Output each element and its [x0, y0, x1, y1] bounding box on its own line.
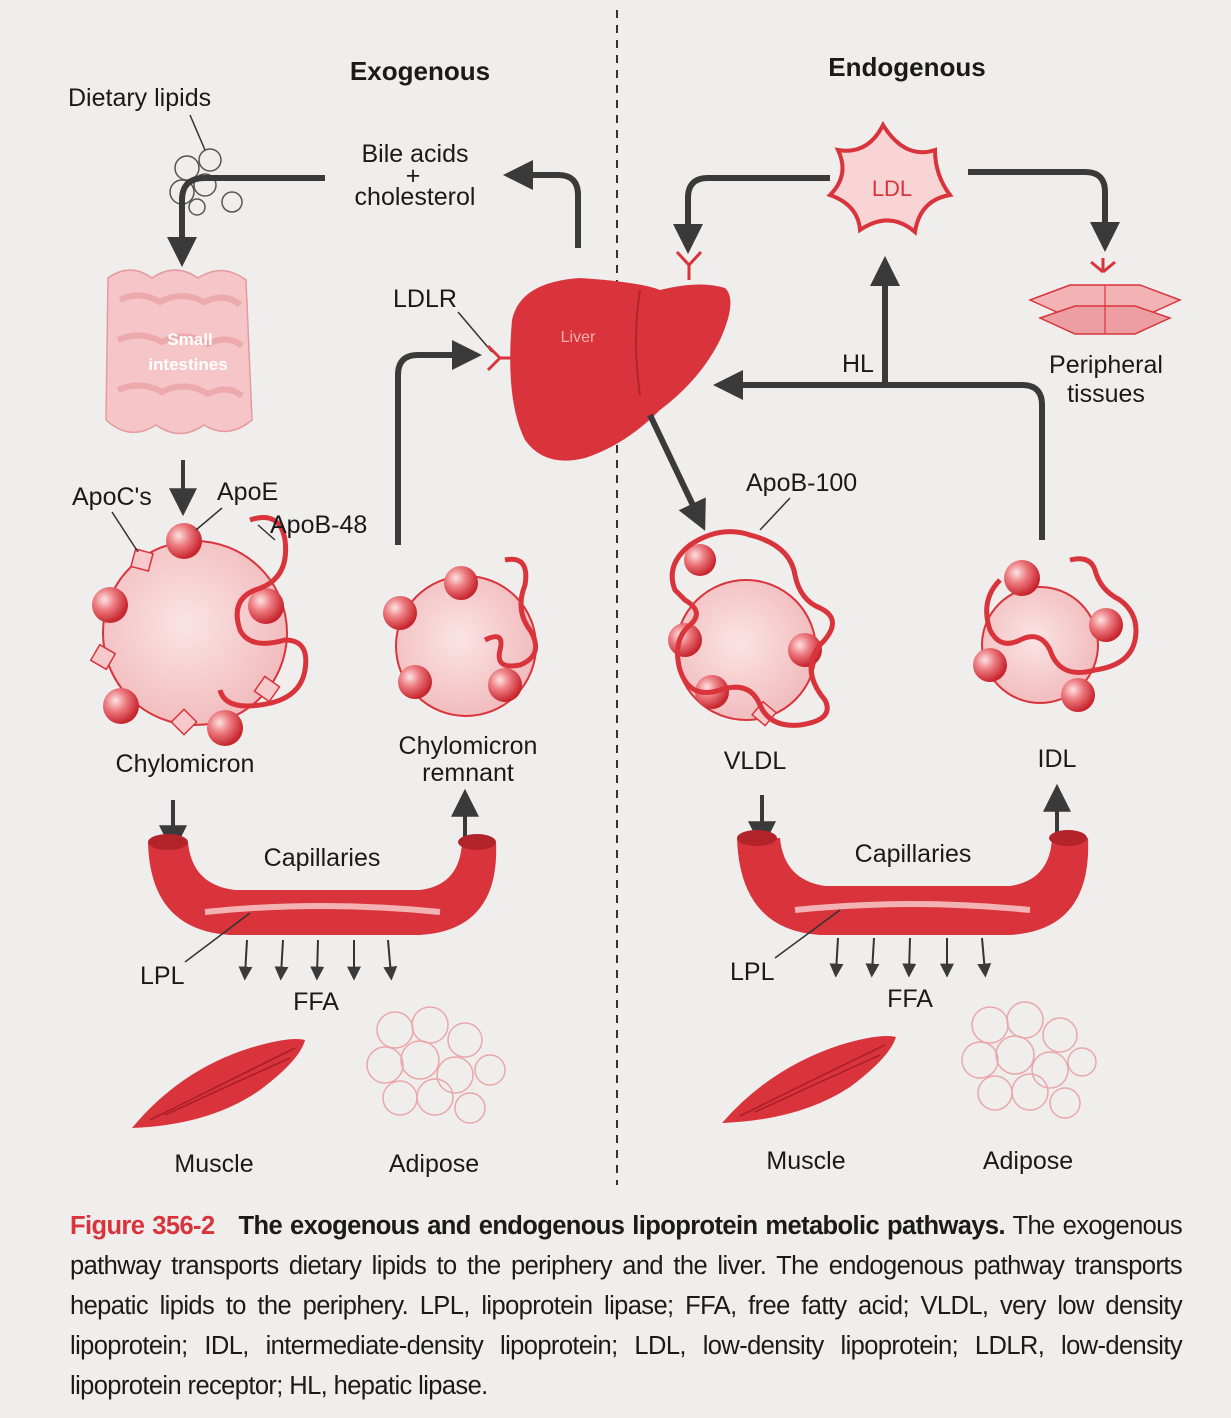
dietary-lipids-label: Dietary lipids — [68, 84, 211, 112]
apocs-label: ApoC's — [72, 483, 152, 511]
remnant-to-liver-arrow — [398, 355, 470, 545]
ldlr-pointer — [458, 312, 492, 352]
figure-title: The exogenous and endogenous lipoprotein… — [239, 1212, 1005, 1240]
adipose-left-label: Adipose — [389, 1150, 479, 1178]
ldl-to-peripheral-arrow — [968, 172, 1105, 240]
muscle-left — [132, 1039, 305, 1128]
idl-particle — [973, 559, 1136, 712]
ldl-to-liver-arrow — [688, 178, 830, 242]
lpl-left-label: LPL — [140, 962, 185, 990]
apob100-label: ApoB-100 — [746, 469, 857, 497]
muscle-right — [722, 1036, 896, 1123]
peripheral-tissues — [1030, 258, 1180, 334]
liver: Liver — [510, 278, 730, 461]
vldl-particle — [668, 532, 833, 726]
peripheral-tissues-label-line1: Peripheral — [1049, 351, 1163, 379]
ffa-left-label: FFA — [293, 988, 339, 1016]
apob48-label: ApoB-48 — [270, 511, 367, 539]
ldl-label: LDL — [872, 176, 912, 201]
exogenous-header: Exogenous — [350, 56, 490, 86]
endogenous-header: Endogenous — [828, 52, 985, 82]
apocs-pointer — [112, 512, 138, 552]
ffa-right-label: FFA — [887, 985, 933, 1013]
capillaries-right-label: Capillaries — [855, 840, 972, 868]
apob100-pointer — [760, 498, 790, 530]
ldlr-label: LDLR — [393, 285, 457, 313]
small-intestines-label-line2: intestines — [148, 355, 227, 374]
chylomicron-label: Chylomicron — [116, 750, 255, 778]
chylomicron-remnant-label-line2: remnant — [422, 759, 514, 787]
liver-to-vldl-arrow — [650, 415, 700, 520]
muscle-right-label: Muscle — [766, 1147, 845, 1175]
small-intestines-label-line1: Small — [167, 330, 212, 349]
chylomicron-particle — [91, 518, 306, 747]
apoe-pointer — [196, 508, 222, 530]
adipose-right-label: Adipose — [983, 1147, 1073, 1175]
liver-to-bile-arrow — [515, 175, 578, 248]
ldl-particle: LDL — [830, 125, 950, 232]
small-intestines: Small intestines — [106, 270, 252, 434]
capillaries-left-label: Capillaries — [264, 844, 381, 872]
figure-caption-body: The exogenous pathway transports dietary… — [70, 1212, 1182, 1400]
figure-number: Figure 356-2 — [70, 1212, 215, 1240]
vldl-label: VLDL — [724, 747, 787, 775]
chylomicron-remnant-label-line1: Chylomicron — [399, 732, 538, 760]
figure-caption: Figure 356-2 The exogenous and endogenou… — [70, 1206, 1182, 1406]
chylomicron-remnant-particle — [383, 559, 536, 716]
hl-label: HL — [842, 350, 874, 378]
bile-acids-label-line3: cholesterol — [355, 183, 476, 211]
liver-label: Liver — [561, 329, 596, 346]
peripheral-tissues-label-line2: tissues — [1067, 380, 1145, 408]
lpl-right-label: LPL — [730, 958, 775, 986]
muscle-left-label: Muscle — [174, 1150, 253, 1178]
adipose-right — [962, 1002, 1096, 1118]
ffa-left-arrows — [245, 940, 391, 975]
apoe-label: ApoE — [217, 478, 278, 506]
bile-to-intestine-arrow — [182, 178, 325, 255]
adipose-left — [367, 1007, 505, 1123]
idl-label: IDL — [1038, 745, 1077, 773]
ffa-right-arrows — [836, 938, 985, 972]
dietary-lipids-pointer — [190, 115, 205, 150]
